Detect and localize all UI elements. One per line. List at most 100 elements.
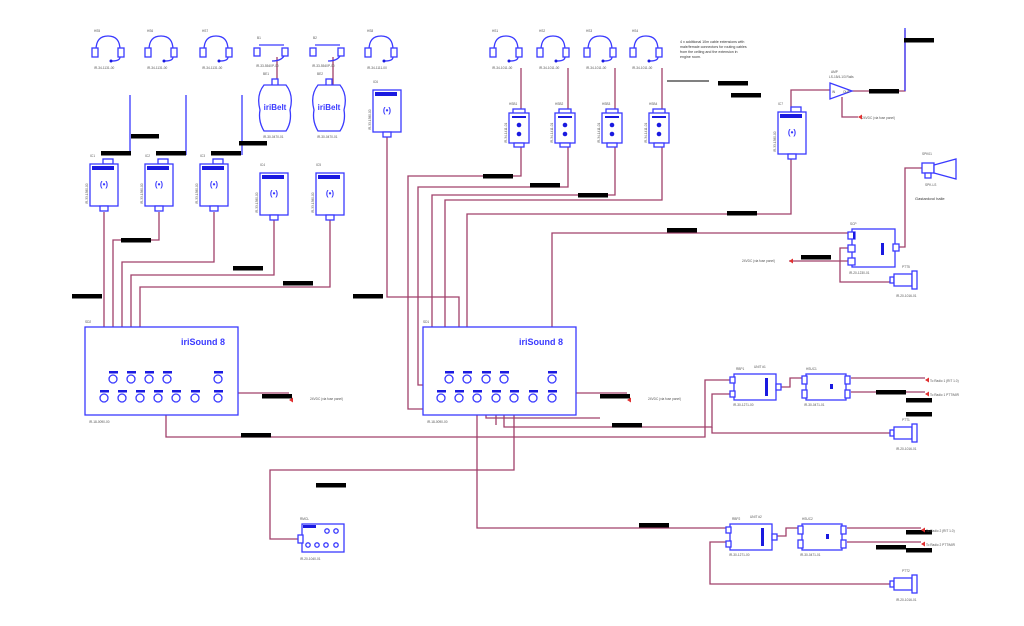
jack-port[interactable] — [499, 374, 509, 384]
redacted-label — [316, 483, 346, 488]
mixer-title: iriSound 8 — [181, 337, 225, 347]
jack-port[interactable] — [481, 374, 491, 384]
jack-port[interactable] — [472, 393, 482, 403]
amp-in: IN — [832, 90, 836, 94]
jack-port[interactable] — [436, 393, 446, 403]
jack-port[interactable] — [444, 374, 454, 384]
jack-port[interactable] — [135, 393, 145, 403]
part-number: IR-33-1380-00 — [311, 192, 315, 213]
headset-icon — [540, 35, 566, 51]
device-id: BE2 — [317, 72, 323, 76]
part-number: IR-34-1011-00 — [632, 66, 653, 70]
cable — [269, 393, 515, 540]
jack-port[interactable] — [528, 393, 538, 403]
jack-port[interactable] — [454, 393, 464, 403]
device-id: IC7 — [778, 102, 783, 106]
jack-port[interactable] — [547, 374, 557, 384]
part-number: IR-20-1016-01 — [896, 598, 917, 602]
part-number: IR-34-1011-00 — [539, 66, 560, 70]
arrow-icon — [789, 258, 793, 264]
jack-port[interactable] — [126, 374, 136, 384]
arrow-icon — [921, 541, 925, 547]
jack-port[interactable] — [108, 374, 118, 384]
cable — [777, 527, 798, 537]
power-label: 24VDC (via fuse panel) — [648, 397, 681, 401]
jack-port[interactable] — [213, 374, 223, 384]
part-number: IR-20-1016-01 — [896, 294, 917, 298]
part-number: IR-33-1380-00 — [195, 183, 199, 204]
jack-port[interactable] — [547, 393, 557, 403]
device-id: B2 — [313, 36, 317, 40]
jack-port[interactable] — [171, 393, 181, 403]
device-id: B1 — [257, 36, 261, 40]
knob[interactable] — [305, 542, 311, 548]
device-id: IC5 — [316, 163, 321, 167]
knob[interactable] — [333, 542, 339, 548]
redacted-label — [667, 228, 697, 233]
wireless-icon: (•) — [270, 189, 278, 198]
knob[interactable] — [323, 542, 329, 548]
cable — [841, 97, 858, 118]
jack-port[interactable] — [213, 393, 223, 403]
mixer-title: iriSound 8 — [519, 337, 563, 347]
knob[interactable] — [314, 542, 320, 548]
speaker-icon — [933, 158, 957, 180]
redacted-label — [239, 141, 267, 146]
part-number: IR-33-5540P-00 — [256, 64, 279, 68]
redacted-label — [869, 89, 899, 94]
jack-port[interactable] — [153, 393, 163, 403]
redacted-label — [801, 255, 831, 260]
unit-title: UNIT #2 — [750, 515, 762, 519]
jack-port[interactable] — [162, 374, 172, 384]
device-id: HSUC2 — [802, 517, 813, 521]
device-id: BE1 — [263, 72, 269, 76]
jack-port[interactable] — [190, 393, 200, 403]
device-id: HSB2 — [555, 102, 564, 106]
jack-port[interactable] — [99, 393, 109, 403]
cable — [790, 89, 830, 112]
jack-port[interactable] — [491, 393, 501, 403]
jack-port[interactable] — [144, 374, 154, 384]
jack-port[interactable] — [462, 374, 472, 384]
part-number: IR-33-1380-00 — [368, 109, 372, 130]
headset-icon — [148, 35, 174, 51]
jack-port[interactable] — [117, 393, 127, 403]
jack-port[interactable] — [509, 393, 519, 403]
